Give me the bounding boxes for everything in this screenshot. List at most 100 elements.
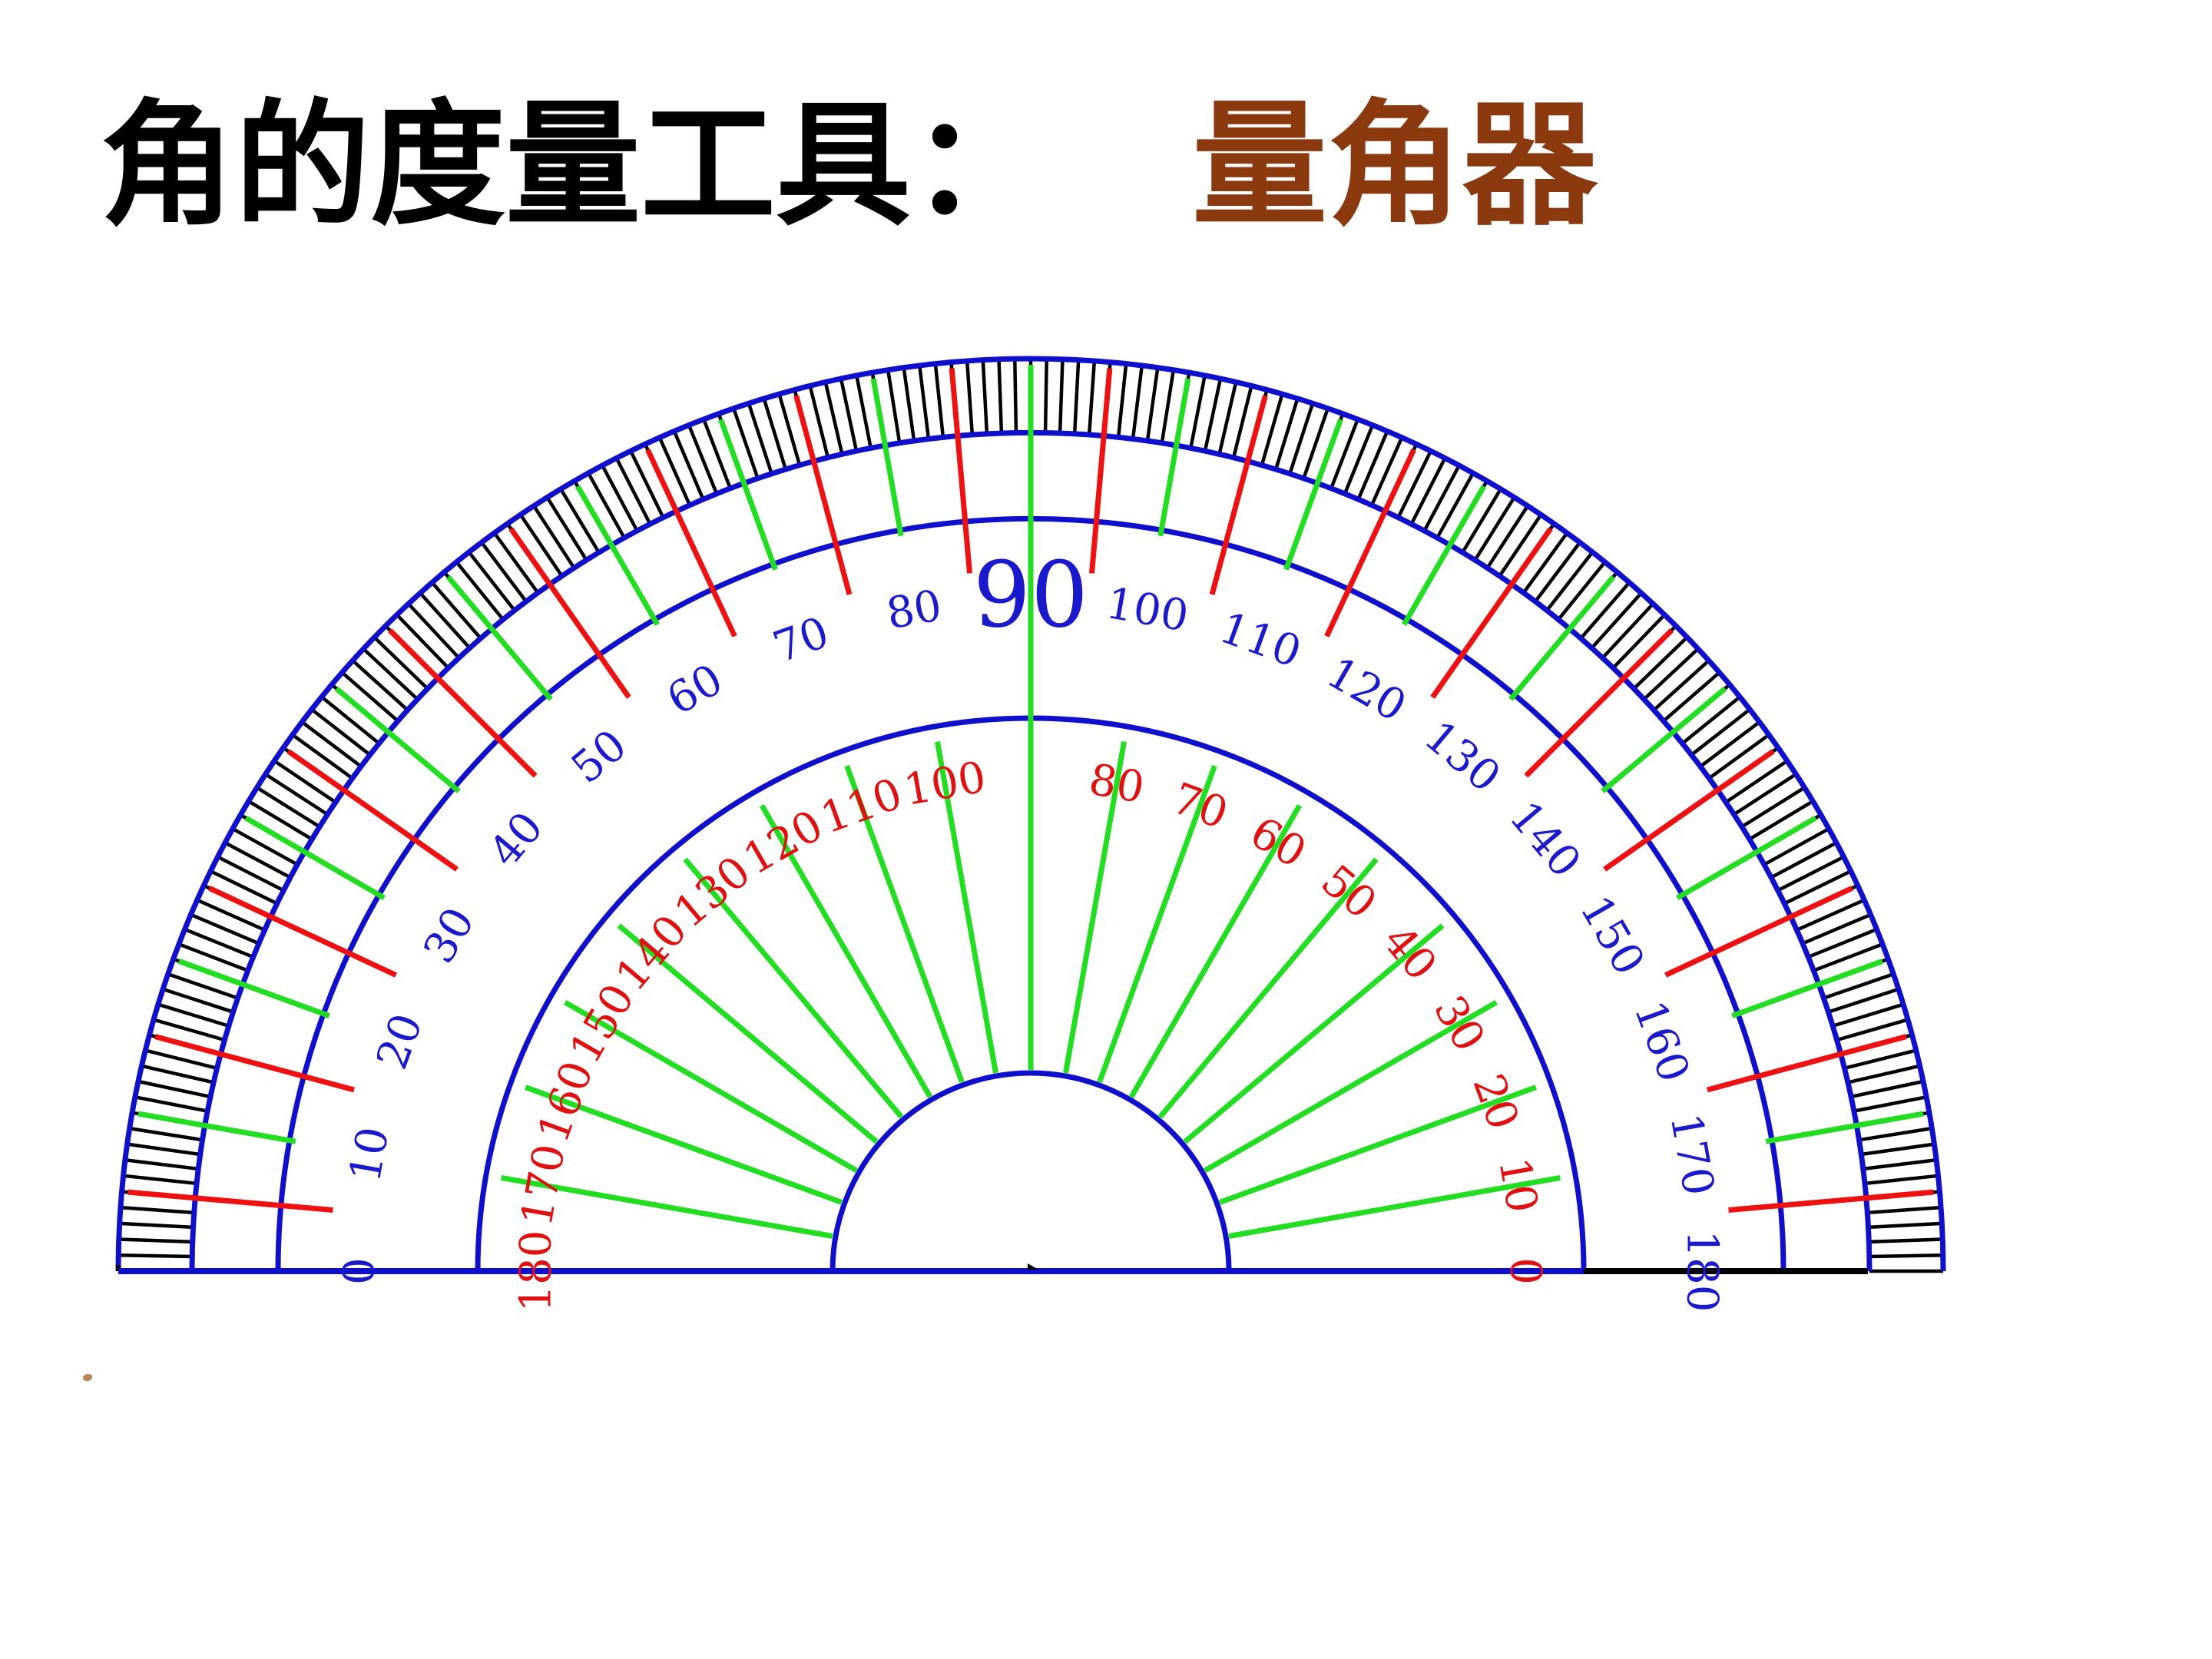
outer-scale-label: 80 xyxy=(882,581,945,639)
inner-scale-label: 110 xyxy=(814,769,909,844)
fine-tick xyxy=(1748,800,1814,841)
fine-tick xyxy=(351,659,409,711)
fine-tick xyxy=(273,759,336,804)
fine-tick xyxy=(1087,360,1097,435)
ten-degree-line-outer xyxy=(1157,378,1191,537)
fine-tick xyxy=(120,1205,194,1215)
fine-tick xyxy=(137,1079,211,1099)
fine-tick xyxy=(1823,972,1895,1000)
fine-tick xyxy=(407,602,460,659)
fine-tick xyxy=(310,707,371,757)
fine-tick xyxy=(839,378,859,452)
fine-tick xyxy=(1850,1079,1924,1099)
fine-tick xyxy=(1461,488,1502,554)
fine-tick xyxy=(217,855,285,892)
fine-tick xyxy=(1681,695,1741,745)
inner-scale-label: 50 xyxy=(1312,856,1386,929)
fine-tick xyxy=(1058,359,1065,433)
fine-tick xyxy=(902,367,916,441)
fine-tick xyxy=(1859,1126,1932,1142)
fine-tick xyxy=(732,407,760,479)
fine-tick xyxy=(144,1048,217,1071)
page-title: 角的度量工具：量角器 xyxy=(100,84,1598,247)
fine-tick xyxy=(762,398,787,470)
ten-degree-line-inner xyxy=(1097,765,1217,1083)
outer-scale-label: 30 xyxy=(414,899,485,972)
fine-tick xyxy=(162,987,234,1014)
fine-tick xyxy=(1330,419,1359,489)
outer-scale-label: 110 xyxy=(1214,603,1308,678)
fine-tick xyxy=(1145,367,1160,441)
ten-degree-line-inner xyxy=(934,741,998,1074)
inner-scale-label: 80 xyxy=(1085,755,1147,813)
fine-tick xyxy=(614,457,652,525)
fine-tick xyxy=(1203,378,1223,452)
fine-tick xyxy=(687,424,719,495)
fine-tick xyxy=(1853,1095,1927,1113)
fine-tick xyxy=(1116,363,1128,438)
fine-tick xyxy=(1847,1064,1921,1084)
ten-degree-line-inner xyxy=(525,1084,843,1205)
fine-tick xyxy=(1217,381,1238,455)
fine-tick xyxy=(657,436,691,506)
fine-tick xyxy=(1733,773,1797,816)
outer-scale-label: 160 xyxy=(1624,995,1699,1089)
fine-tick xyxy=(157,1002,230,1028)
fine-tick xyxy=(1632,636,1689,690)
outer-scale-label: 70 xyxy=(767,608,835,673)
fine-tick xyxy=(480,541,528,603)
fine-tick xyxy=(492,531,539,594)
ten-degree-line-outer xyxy=(1401,485,1487,626)
fine-tick xyxy=(1131,365,1144,439)
ten-degree-line-outer xyxy=(718,418,778,571)
fine-tick-ring xyxy=(118,359,1943,1273)
fine-tick xyxy=(141,1064,214,1084)
fine-tick xyxy=(1807,927,1878,959)
fine-tick xyxy=(997,359,1004,433)
fine-tick xyxy=(1579,581,1631,640)
fine-tick xyxy=(1861,1142,1935,1157)
ten-degree-line-inner xyxy=(844,765,965,1083)
outer-scale-label: 50 xyxy=(562,720,636,794)
fine-tick xyxy=(1485,505,1529,569)
fine-tick xyxy=(886,369,902,443)
inner-scale-label: 160 xyxy=(528,1055,604,1149)
ten-degree-line-inner xyxy=(1204,999,1498,1174)
fine-tick xyxy=(1869,1253,1943,1259)
inner-scale-label: 20 xyxy=(1462,1068,1528,1136)
fine-tick xyxy=(1662,671,1721,723)
fine-tick xyxy=(1422,465,1461,531)
fine-tick xyxy=(1763,827,1830,866)
fine-tick xyxy=(1832,1002,1904,1028)
outer-scale-label: 60 xyxy=(659,654,731,725)
ten-degree-line-outer xyxy=(445,575,553,701)
fine-tick xyxy=(1591,591,1643,649)
inner-scale-label: 100 xyxy=(900,752,990,816)
five-degree-tick xyxy=(793,395,853,595)
center-mark xyxy=(1028,1263,1038,1270)
fine-tick xyxy=(1725,759,1789,804)
fine-tick xyxy=(545,496,588,561)
ten-degree-line-outer xyxy=(137,1111,296,1144)
inner-scale-label: 30 xyxy=(1424,988,1495,1060)
inner-scale-label: 120 xyxy=(735,800,831,885)
fine-tick xyxy=(1836,1018,1909,1042)
inner-scale-label: 10 xyxy=(1488,1154,1547,1216)
fine-tick xyxy=(1160,369,1176,443)
fine-tick xyxy=(1690,707,1751,757)
five-degree-tick xyxy=(208,886,397,978)
inner-scale-label: 0 xyxy=(1501,1257,1551,1285)
ten-degree-line-outer xyxy=(1601,686,1727,793)
five-degree-tick xyxy=(508,527,631,699)
inner-scale-label: 70 xyxy=(1166,773,1234,839)
ten-degree-line-outer xyxy=(334,686,461,793)
stray-mark xyxy=(83,1374,92,1381)
fine-tick xyxy=(1409,457,1447,525)
ten-degree-line-outer xyxy=(1676,815,1817,901)
fine-tick xyxy=(127,1142,200,1157)
inner-scale-label: 60 xyxy=(1242,807,1314,878)
outer-scale-label: 10 xyxy=(340,1123,399,1185)
fine-tick xyxy=(396,613,450,670)
